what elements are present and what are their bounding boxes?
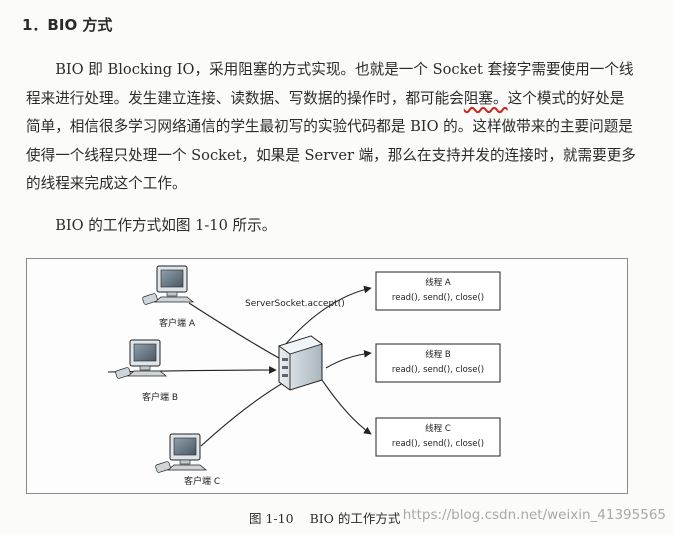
thread-box: 线程 C read(), send(), close()	[375, 417, 501, 457]
underlined-text: 阻塞。	[463, 89, 508, 107]
dispatch-arrow-thread-c	[321, 379, 372, 435]
thread-operations: read(), send(), close()	[392, 293, 484, 303]
bio-diagram: 客户端 A 客户端 B 客户端 C ServerSock	[26, 258, 628, 494]
client-computer-icon	[142, 265, 195, 305]
thread-box: 线程 A read(), send(), close()	[375, 271, 501, 311]
figure-title: BIO 的工作方式	[309, 511, 401, 526]
client-label: 客户端 A	[159, 317, 196, 329]
server-accept-label: ServerSocket.accept()	[245, 299, 345, 309]
paragraph-figure-intro: BIO 的工作方式如图 1-10 所示。	[26, 212, 636, 241]
thread-name: 线程 B	[425, 349, 451, 360]
figure-caption: 图 1-10 BIO 的工作方式	[249, 508, 400, 527]
bio-figure: 客户端 A 客户端 B 客户端 C ServerSock	[26, 258, 628, 494]
dispatch-arrow-thread-a	[283, 285, 372, 347]
paragraph-bio-description: BIO 即 Blocking IO，采用阻塞的方式实现。也就是一个 Socket…	[26, 56, 636, 199]
figure-number: 图 1-10	[249, 511, 294, 526]
paragraph-text-after: 这个模式的好处是简单，相信很多学习网络通信的学生最初写的实验代码都是 BIO 的…	[26, 89, 636, 193]
connection-arrow-client-c	[200, 379, 289, 447]
paragraph-text-before: BIO 即 Blocking IO，采用阻塞的方式实现。也就是一个 Socket…	[26, 61, 634, 107]
dispatch-arrow-thread-b	[325, 350, 372, 369]
section-heading: 1．BIO 方式	[22, 16, 113, 34]
thread-name: 线程 C	[425, 423, 451, 434]
thread-operations: read(), send(), close()	[392, 365, 484, 375]
thread-box: 线程 B read(), send(), close()	[375, 343, 501, 383]
server-icon	[278, 335, 323, 391]
client-label: 客户端 C	[184, 475, 220, 487]
client-label: 客户端 B	[142, 391, 178, 403]
thread-operations: read(), send(), close()	[392, 439, 484, 449]
thread-name: 线程 A	[425, 277, 451, 288]
paragraph-figure-intro-text: BIO 的工作方式如图 1-10 所示。	[55, 217, 277, 234]
watermark-url: https://blog.csdn.net/weixin_41395565	[402, 507, 666, 523]
client-computer-icon	[115, 339, 168, 379]
client-computer-icon	[155, 433, 208, 473]
